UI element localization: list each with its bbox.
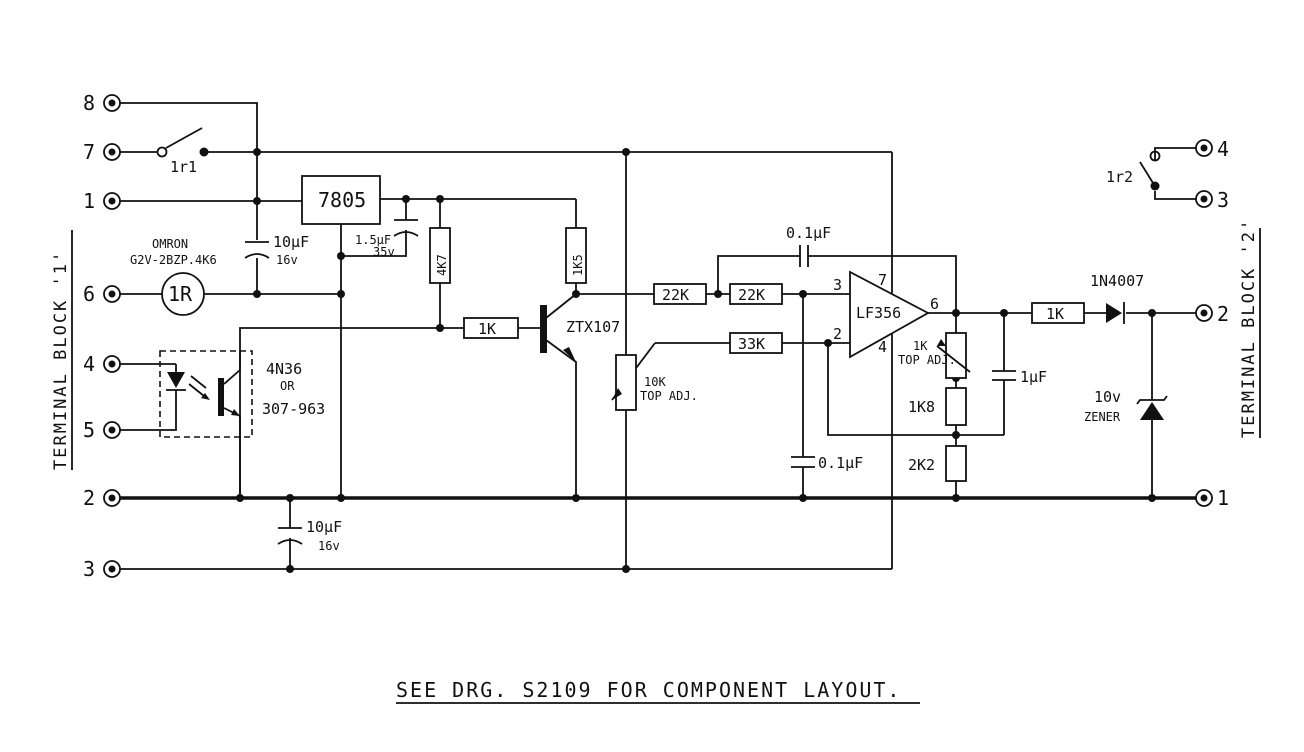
trimmer-10k-label-line1: 10K [644, 375, 666, 389]
optocoupler-label-line1: 4N36 [266, 360, 302, 378]
terminal-2: 2 [83, 486, 121, 510]
resistor-1k8: 1K8 [908, 387, 967, 426]
capacitor-10uf-bottom: 10μF 16v [277, 518, 342, 553]
terminal-6-label: 6 [83, 282, 95, 306]
terminal-7-label: 7 [83, 140, 95, 164]
resistor-2k2-label: 2K2 [908, 456, 935, 474]
terminal-2-label: 2 [83, 486, 95, 510]
resistor-1k5: 1K5 [565, 227, 587, 284]
opamp-pin-2: 2 [833, 325, 842, 343]
wiring [120, 102, 1196, 570]
resistor-4k7: 4K7 [429, 227, 451, 284]
terminal-8-label: 8 [83, 91, 95, 115]
resistor-1k-base-label: 1K [478, 320, 496, 338]
terminal-b2-1: 1 [1195, 486, 1229, 510]
terminal-4: 4 [83, 352, 121, 376]
relay-label-line1: OMRON [152, 237, 188, 251]
diode-1n4007: 1N4007 [1090, 272, 1144, 324]
terminal-b2-3: 3 [1195, 188, 1229, 212]
footer-note: SEE DRG. S2109 FOR COMPONENT LAYOUT. [396, 678, 901, 702]
optocoupler-4n36: 4N36 OR 307-963 [159, 350, 325, 438]
optocoupler-label-line2: OR [280, 379, 295, 393]
opamp-pin-3: 3 [833, 276, 842, 294]
terminal-5-label: 5 [83, 418, 95, 442]
zener-label-line2: ZENER [1084, 410, 1121, 424]
transistor-label: ZTX107 [566, 318, 620, 336]
capacitor-10uf-top-value: 10μF [273, 233, 309, 251]
trimmer-1k: 1K TOP ADJ. [898, 332, 971, 379]
resistor-4k7-label: 4K7 [435, 254, 449, 276]
regulator-label: 7805 [318, 188, 366, 212]
diode-label: 1N4007 [1090, 272, 1144, 290]
capacitor-1uf-output-value: 1μF [1020, 368, 1047, 386]
terminal-b2-4: 4 [1195, 137, 1229, 161]
resistor-1k-base: 1K [463, 317, 519, 339]
terminal-block-1: 8 7 1 6 4 5 2 3 [83, 91, 121, 581]
capacitor-1uf-output: 1μF [992, 368, 1047, 386]
transistor-ztx107: ZTX107 [540, 305, 620, 362]
relay-coil: 1R OMRON G2V-2BZP.4K6 [130, 237, 217, 316]
resistor-1k5-label: 1K5 [571, 254, 585, 276]
opamp-pin-6: 6 [930, 295, 939, 313]
trimmer-1k-label-line2: TOP ADJ. [898, 353, 956, 367]
capacitor-1-5uf-rating: 35v [373, 245, 395, 259]
trimmer-1k-label-line1: 1K [913, 339, 928, 353]
terminal-b2-1-label: 1 [1217, 486, 1229, 510]
capacitor-10uf-bottom-value: 10μF [306, 518, 342, 536]
capacitor-10uf-bottom-rating: 16v [318, 539, 340, 553]
zener-10v: 10v ZENER [1084, 388, 1168, 424]
terminal-5: 5 [83, 418, 121, 442]
zener-label-line1: 10v [1094, 388, 1121, 406]
terminal-block-2: 4 3 2 1 [1195, 137, 1229, 510]
resistor-2k2: 2K2 [908, 445, 967, 482]
resistor-22k-b-label: 22K [738, 286, 765, 304]
relay-coil-label: 1R [168, 282, 193, 306]
capacitor-0-1uf-feedback-value: 0.1μF [786, 224, 831, 242]
relay-contact-rl1: 1r1 [156, 127, 209, 176]
relay-contact-rl1-label: 1r1 [170, 158, 197, 176]
opamp-pin-7: 7 [878, 271, 887, 289]
resistor-1k8-label: 1K8 [908, 398, 935, 416]
terminal-b2-2: 2 [1195, 302, 1229, 326]
capacitor-1-5uf: 1.5μF 35v [355, 219, 419, 259]
capacitor-10uf-top: 10μF 16v [244, 233, 309, 267]
opamp-label: LF356 [856, 304, 901, 322]
terminal-4-label: 4 [83, 352, 95, 376]
relay-label-line2: G2V-2BZP.4K6 [130, 253, 217, 267]
terminal-1: 1 [83, 189, 121, 213]
resistor-1k-output: 1K [1031, 302, 1085, 324]
terminal-block-1-title: TERMINAL BLOCK '1' [51, 250, 71, 470]
relay-contact-rl2: 1r2 [1106, 147, 1196, 200]
resistor-33k-label: 33K [738, 335, 765, 353]
terminal-3-label: 3 [83, 557, 95, 581]
terminal-1-label: 1 [83, 189, 95, 213]
resistor-1k-output-label: 1K [1046, 305, 1064, 323]
capacitor-10uf-top-rating: 16v [276, 253, 298, 267]
terminal-block-2-title: TERMINAL BLOCK '2' [1239, 218, 1259, 438]
trimmer-10k: 10K TOP ADJ. [612, 354, 698, 411]
capacitor-0-1uf-feedback: 0.1μF [786, 224, 831, 267]
terminal-3: 3 [83, 557, 121, 581]
terminal-b2-3-label: 3 [1217, 188, 1229, 212]
trimmer-10k-label-line2: TOP ADJ. [640, 389, 698, 403]
resistor-22k-a-label: 22K [662, 286, 689, 304]
opamp-pin-4: 4 [878, 338, 887, 356]
regulator-7805: 7805 [301, 175, 381, 225]
opamp-lf356: LF356 3 2 7 4 6 [833, 270, 939, 359]
capacitor-0-1uf-input: 0.1μF [791, 454, 863, 472]
terminal-b2-2-label: 2 [1217, 302, 1229, 326]
terminal-7: 7 [83, 140, 121, 164]
terminal-6: 6 [83, 282, 121, 306]
terminal-8: 8 [83, 91, 121, 115]
optocoupler-label-line3: 307-963 [262, 400, 325, 418]
resistor-22k-a: 22K [653, 283, 707, 305]
relay-contact-rl2-label: 1r2 [1106, 168, 1133, 186]
capacitor-0-1uf-input-value: 0.1μF [818, 454, 863, 472]
terminal-b2-4-label: 4 [1217, 137, 1229, 161]
capacitor-1-5uf-value: 1.5μF [355, 233, 391, 247]
resistor-22k-b: 22K [729, 283, 783, 305]
resistor-33k: 33K [729, 332, 783, 354]
junction-dots [236, 148, 1156, 573]
